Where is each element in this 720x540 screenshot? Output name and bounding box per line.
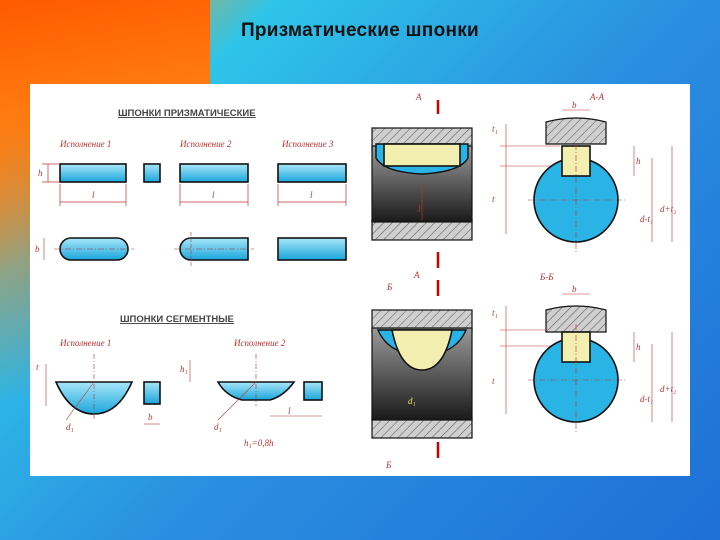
prismatic-centerlines	[43, 232, 254, 266]
dim-l-3: l	[310, 190, 313, 200]
prismatic-dims-1	[42, 163, 347, 206]
key2-side	[179, 163, 249, 183]
section-bb-label: Б-Б	[539, 272, 554, 282]
section-a-top: А	[415, 92, 422, 102]
dim-b-bb: b	[572, 284, 577, 294]
segment-key-2-end	[303, 381, 323, 401]
section-b-top: Б	[386, 282, 393, 292]
dim-t-seg: t	[36, 362, 39, 372]
key1-side	[59, 163, 127, 183]
dim-t1-a: t₁	[492, 124, 498, 134]
dim-b-aa: b	[572, 100, 577, 110]
dim-d1-seg-2: d₁	[214, 422, 222, 432]
formula-h1: h₁=0,8h	[244, 438, 274, 448]
dim-t-a: t	[492, 194, 495, 204]
segment-dims	[45, 354, 322, 425]
bb-dims	[562, 293, 673, 422]
dim-h1-seg: h₁	[180, 364, 188, 374]
dim-h-bb: h	[636, 342, 641, 352]
dim-d-t2-aa: d+t₂	[660, 204, 676, 214]
dim-l-1: l	[92, 190, 95, 200]
shaft-assembly-prismatic	[371, 127, 473, 241]
key3-side	[277, 163, 347, 183]
key1-end	[143, 163, 161, 183]
dim-h-aa: h	[636, 156, 641, 166]
dim-l-seg: l	[288, 406, 291, 416]
dim-b-1: b	[35, 244, 40, 254]
variant-2-label: Исполнение 2	[179, 139, 232, 149]
variant-1-label: Исполнение 1	[59, 139, 111, 149]
dim-d1-seg-1: d₁	[66, 422, 74, 432]
variant-3-label: Исполнение 3	[281, 139, 334, 149]
dim-t-b: t	[492, 376, 495, 386]
drawing-canvas: ШПОНКИ ПРИЗМАТИЧЕСКИЕ Исполнение 1 Испол…	[35, 92, 676, 470]
segment-variant-1-label: Исполнение 1	[59, 338, 111, 348]
dim-d-t1-aa: d-t₁	[640, 214, 653, 224]
aa-dims	[562, 109, 673, 242]
drawing-panel: ШПОНКИ ПРИЗМАТИЧЕСКИЕ Исполнение 1 Испол…	[30, 84, 690, 476]
dim-l-shaft: l	[418, 204, 421, 214]
dim-t1-b: t₁	[492, 308, 498, 318]
dim-d-t2-bb: d+t₂	[660, 384, 676, 394]
section-bb	[528, 305, 626, 432]
slide-title: Призматические шпонки	[240, 20, 480, 41]
shaft-assembly-segment	[371, 309, 473, 439]
segment-variant-2-label: Исполнение 2	[233, 338, 286, 348]
dim-h-1: h	[38, 168, 43, 178]
dim-d-t1-bb: d-t₁	[640, 394, 653, 404]
section-aa	[528, 117, 626, 252]
heading-segment: ШПОНКИ СЕГМЕНТНЫЕ	[120, 314, 234, 325]
dim-d1-shaft: d₁	[408, 396, 416, 406]
section-aa-label: А-А	[589, 92, 604, 102]
dim-l-2: l	[212, 190, 215, 200]
section-b-bottom: Б	[385, 460, 392, 470]
segment-key-1-end	[143, 381, 161, 405]
prismatic-side-views	[59, 163, 347, 183]
key3-plan	[277, 237, 347, 261]
shaft-dims-1	[500, 124, 560, 234]
heading-prismatic: ШПОНКИ ПРИЗМАТИЧЕСКИЕ	[118, 108, 256, 119]
dim-b-seg: b	[148, 412, 153, 422]
segment-keys	[54, 381, 323, 415]
prismatic-plan-views	[59, 237, 347, 261]
section-a-bottom: А	[413, 270, 420, 280]
